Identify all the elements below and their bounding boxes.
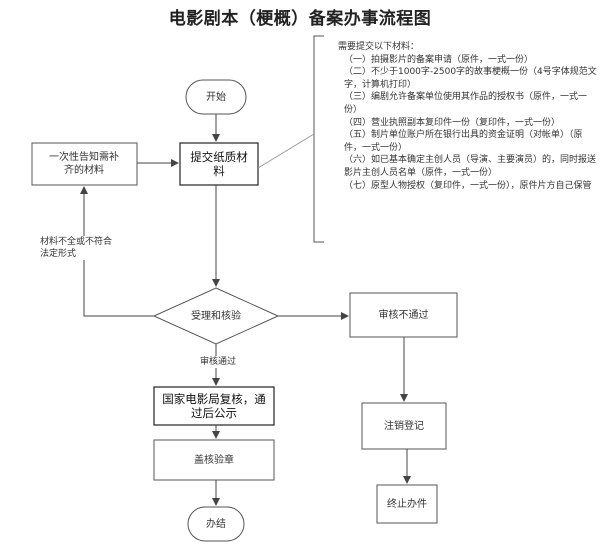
submit-shape — [179, 142, 259, 186]
edge-label-incomplete: 材料不全或不符合法定形式 — [40, 236, 116, 260]
materials-bracket — [313, 35, 324, 243]
finish-label: 办结 — [206, 518, 226, 530]
terminate-label: 终止办件 — [387, 498, 427, 510]
materials-item-6: （六）如已基本确定主创人员（导演、主要演员）的，同时报送影片主创人员名单（原件，… — [344, 155, 597, 178]
materials-item-5: （五）制片单位账户所在银行出具的资金证明（对帐单）（原件，一式一份） — [344, 130, 583, 153]
review-shape — [153, 386, 275, 426]
materials-item-4: （四）营业执照副本复印件一份（复印件，一式一份） — [344, 117, 561, 128]
stamp-label: 盖核验章 — [194, 454, 234, 466]
reject-label: 审核不通过 — [378, 309, 429, 321]
cancel-label: 注销登记 — [384, 420, 424, 432]
materials-item-2: （二）不少于1000字-2500字的故事梗概一份（4号字体规范文字，计算机打印） — [344, 67, 597, 90]
submit-materials-connector — [257, 133, 315, 169]
review-label: 国家电影局复核，通过后公示 — [162, 392, 266, 420]
notify-shape — [31, 142, 138, 186]
edge-label-passed: 审核通过 — [198, 356, 239, 368]
materials-heading: 需要提交以下材料： — [338, 42, 420, 52]
accept-label: 受理和核验 — [191, 310, 241, 322]
notify-label: 一次性告知需补齐的材料 — [49, 152, 119, 176]
materials-item-3: （三）编剧允许备案单位使用其作品的授权书（原件，一式一份） — [344, 92, 588, 115]
materials-item-1: （一）拍摄影片的备案申请（原件，一式一份） — [344, 54, 534, 65]
page-title: 电影剧本（梗概）备案办事流程图 — [168, 9, 432, 29]
start-label: 开始 — [206, 91, 226, 103]
terminate-shape — [376, 484, 438, 524]
edge-accept-notify — [80, 186, 154, 317]
materials-item-7: （七）原型人物授权（复印件，一式一份），原件片方自己保管 — [344, 180, 592, 191]
submit-label: 提交纸质材料 — [190, 150, 248, 178]
finish-shape — [187, 506, 245, 542]
cancel-shape — [361, 402, 447, 450]
materials-list: 需要提交以下材料： （一）拍摄影片的备案申请（原件，一式一份） （二）不少于10… — [338, 41, 600, 192]
stamp-shape — [153, 439, 275, 481]
